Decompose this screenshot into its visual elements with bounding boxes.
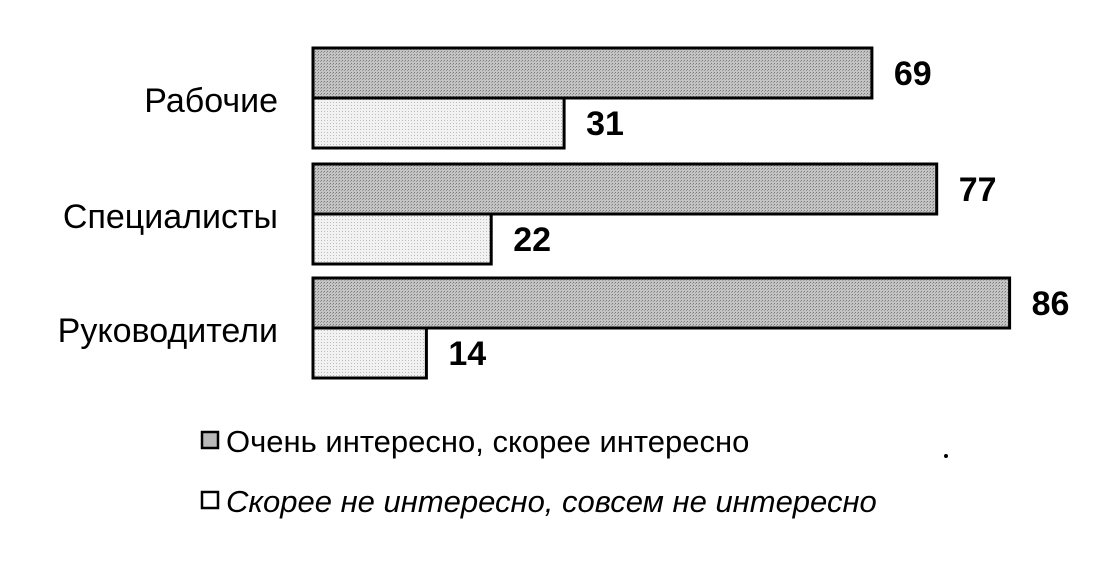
data-label: 69 (894, 55, 932, 93)
data-label: 14 (448, 335, 486, 373)
data-label: 77 (959, 171, 997, 209)
bar-interested (311, 46, 874, 100)
bar-not-interested (311, 212, 493, 266)
bar-not-interested (311, 96, 566, 150)
bar-interested (311, 276, 1012, 330)
data-label: 22 (513, 221, 551, 259)
data-label: 86 (1032, 285, 1070, 323)
legend-swatch (200, 490, 220, 510)
legend: Очень интересно, скорее интересноСкорее … (200, 424, 948, 519)
category-label: Специалисты (63, 198, 278, 236)
legend-label: Очень интересно, скорее интересно (226, 424, 749, 459)
category-label: Руководители (58, 312, 278, 350)
stray-dot (944, 454, 948, 458)
category-label: Рабочие (144, 82, 278, 120)
legend-swatch (200, 430, 220, 450)
bar-not-interested (311, 326, 428, 380)
bar-interested (311, 162, 939, 216)
legend-label: Скорее не интересно, совсем не интересно (226, 484, 877, 519)
data-label: 31 (586, 105, 624, 143)
